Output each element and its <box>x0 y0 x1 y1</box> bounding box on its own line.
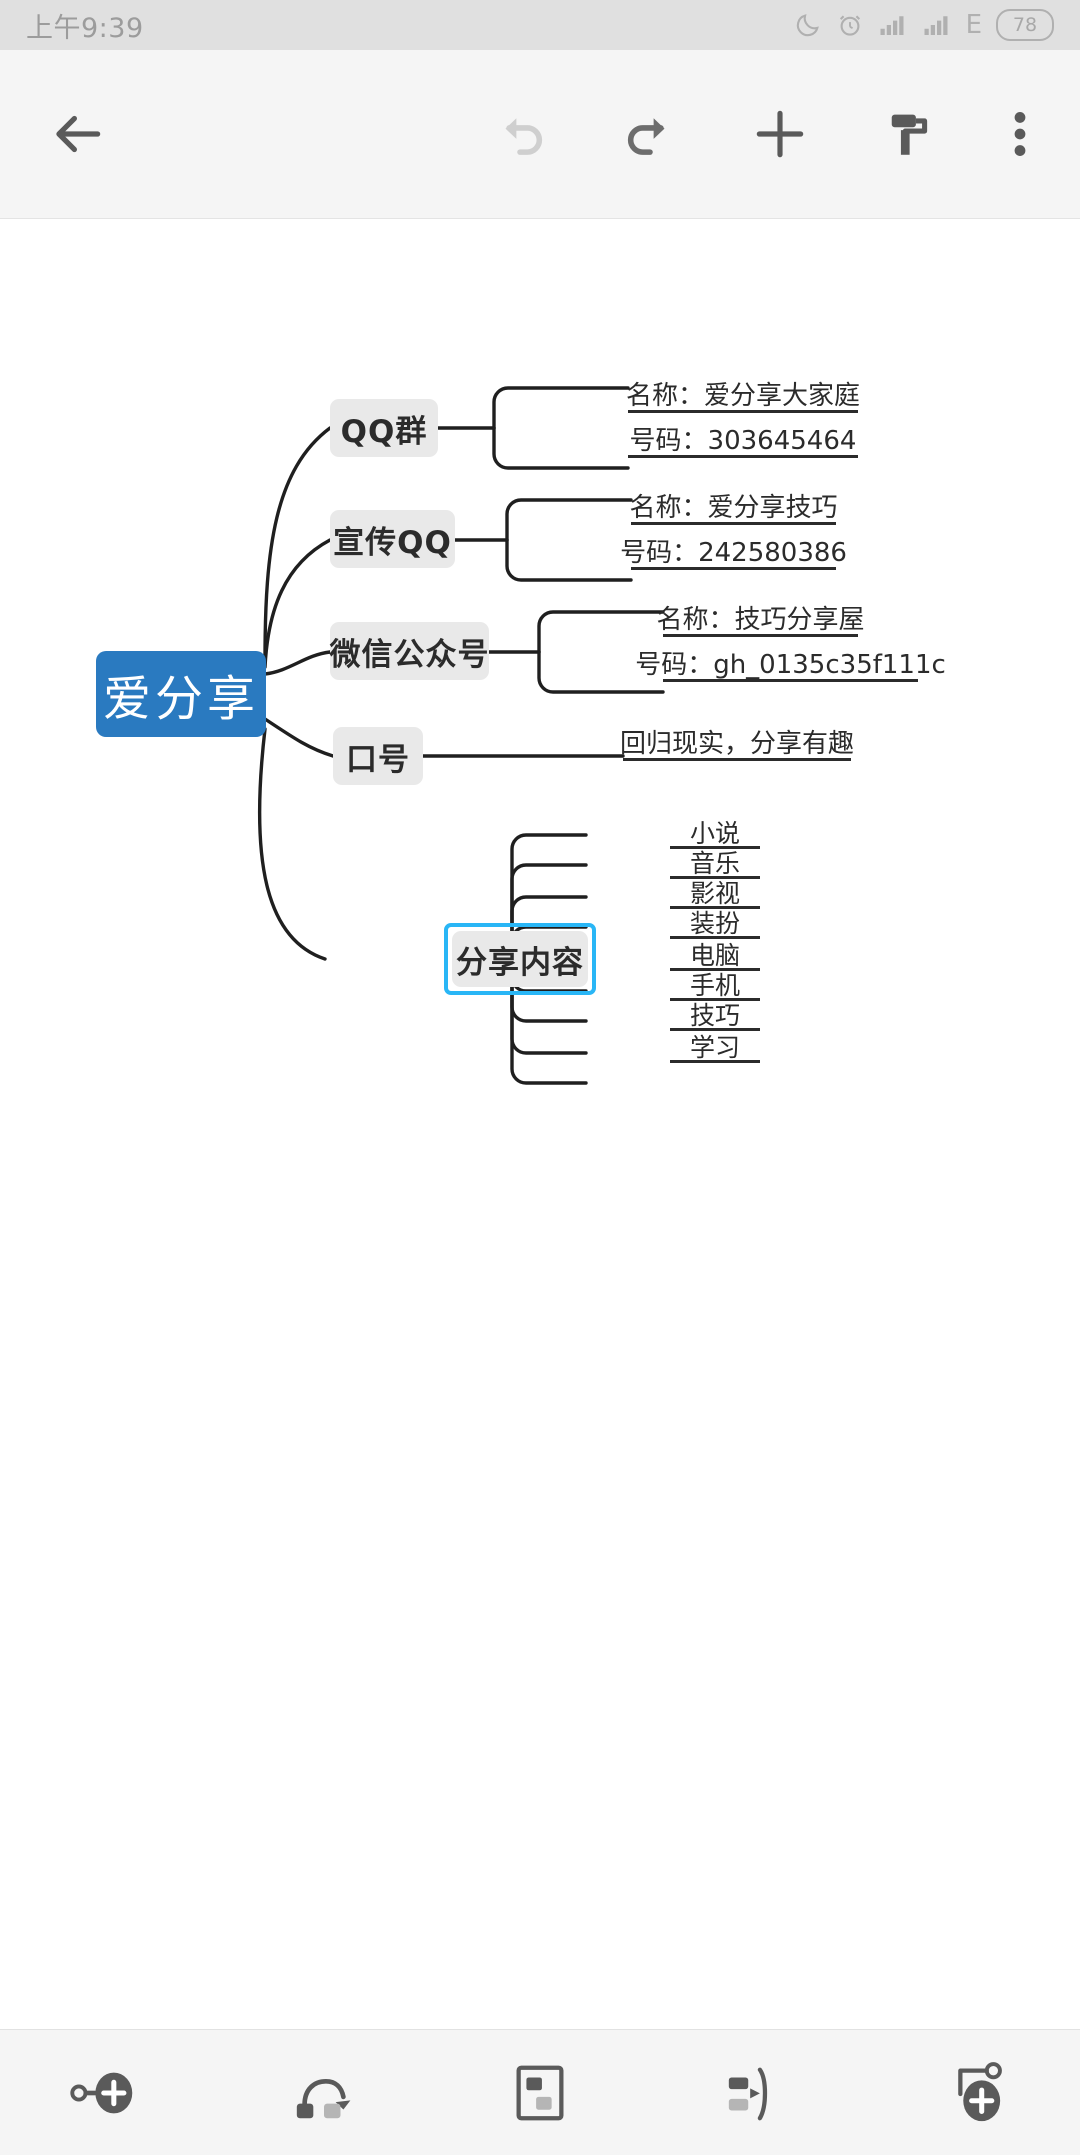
status-bar: 上午9:39 E 78 <box>0 0 1080 50</box>
mindmap-leaf-share-phone[interactable]: 手机 <box>670 971 760 1001</box>
add-node-button[interactable] <box>725 50 835 218</box>
node-card-icon <box>516 2065 564 2120</box>
top-toolbar <box>0 50 1080 219</box>
mindmap-leaf-promo-qq-name[interactable]: 名称：爱分享技巧 <box>629 493 838 525</box>
mindmap-branch-promo-qq[interactable]: 宣传QQ <box>330 510 455 568</box>
signal-icon <box>922 12 952 38</box>
mindmap-branch-share-content[interactable]: 分享内容 <box>452 931 588 987</box>
mindmap-leaf-share-study[interactable]: 学习 <box>670 1033 760 1063</box>
add-child-node-button[interactable] <box>864 2030 1080 2155</box>
mindmap-canvas[interactable]: 爱分享 QQ群 名称：爱分享大家庭 号码：303645464 宣传QQ 名称：爱… <box>0 219 1080 2029</box>
moon-icon <box>794 11 822 39</box>
mindmap-branch-wechat-official[interactable]: 微信公众号 <box>330 622 489 680</box>
alarm-icon <box>836 11 864 39</box>
signal-icon <box>878 12 908 38</box>
add-child-node-icon <box>958 2061 1002 2121</box>
undo-icon <box>505 118 543 155</box>
move-node-icon <box>296 2078 351 2118</box>
mindmap-leaf-wechat-name[interactable]: 名称：技巧分享屋 <box>656 605 865 637</box>
mindmap-leaf-qq-group-name[interactable]: 名称：爱分享大家庭 <box>626 381 861 413</box>
collapse-branch-icon <box>728 2067 768 2120</box>
mindmap-leaf-share-tips[interactable]: 技巧 <box>670 1001 760 1031</box>
back-button[interactable] <box>22 50 132 218</box>
redo-button[interactable] <box>595 50 705 218</box>
add-sibling-node-icon <box>70 2072 133 2113</box>
move-node-button[interactable] <box>216 2030 432 2155</box>
mindmap-leaf-slogan-text[interactable]: 回归现实，分享有趣 <box>620 729 855 761</box>
bottom-toolbar <box>0 2029 1080 2155</box>
paint-roller-icon <box>891 114 928 155</box>
more-options-button[interactable] <box>965 50 1075 218</box>
mindmap-leaf-qq-group-number[interactable]: 号码：303645464 <box>628 426 858 458</box>
mindmap-leaf-share-music[interactable]: 音乐 <box>670 849 760 879</box>
mindmap-root-node[interactable]: 爱分享 <box>96 651 266 737</box>
mindmap-branch-slogan[interactable]: 口号 <box>333 727 423 785</box>
collapse-branch-button[interactable] <box>648 2030 864 2155</box>
style-button[interactable] <box>858 50 968 218</box>
mindmap-leaf-share-film[interactable]: 影视 <box>670 879 760 909</box>
mindmap-leaf-promo-qq-number[interactable]: 号码：242580386 <box>620 538 847 570</box>
mindmap-leaf-wechat-number[interactable]: 号码：gh_0135c35f111c <box>635 650 946 682</box>
mindmap-branch-qq-group[interactable]: QQ群 <box>330 399 438 457</box>
more-options-icon <box>1014 112 1026 156</box>
network-e-icon: E <box>965 10 982 40</box>
node-card-button[interactable] <box>432 2030 648 2155</box>
mindmap-leaf-share-novel[interactable]: 小说 <box>670 819 760 849</box>
mindmap-edges <box>257 386 665 1085</box>
mindmap-leaf-share-dressup[interactable]: 装扮 <box>670 909 760 939</box>
add-sibling-node-button[interactable] <box>0 2030 216 2155</box>
mindmap-leaf-share-computer[interactable]: 电脑 <box>670 941 760 971</box>
back-arrow-icon <box>56 115 101 153</box>
status-time: 上午9:39 <box>26 12 144 44</box>
redo-icon <box>627 118 665 155</box>
mindmap-selection-outline[interactable] <box>444 923 596 995</box>
status-icons: E 78 <box>794 9 1054 41</box>
add-icon <box>756 110 804 158</box>
undo-button[interactable] <box>465 50 575 218</box>
battery-icon: 78 <box>996 9 1054 41</box>
